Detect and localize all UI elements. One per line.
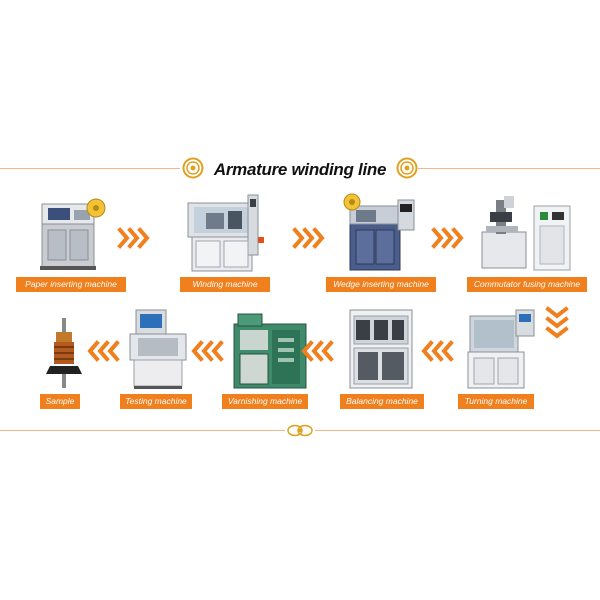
commutator-fusing-machine-image	[481, 196, 571, 271]
testing-machine-image	[129, 309, 187, 389]
varnishing-machine-image	[233, 313, 307, 389]
label-turning-machine: Turning machine	[458, 394, 534, 409]
bottom-rule-right	[315, 430, 600, 431]
top-rule-right	[418, 168, 600, 169]
chevron-left-icon	[421, 340, 454, 362]
label-balancing-machine: Balancing machine	[340, 394, 424, 409]
label-testing-machine: Testing machine	[120, 394, 192, 409]
chevron-left-icon	[191, 340, 224, 362]
armature-sample-image	[46, 318, 82, 388]
top-rule-left	[0, 168, 180, 169]
diagram-title: Armature winding line	[213, 160, 387, 179]
gold-ring-icon	[182, 157, 204, 179]
wedge-inserting-machine-image	[343, 193, 415, 271]
chevron-right-icon	[431, 227, 464, 249]
label-varnishing-machine: Varnishing machine	[222, 394, 308, 409]
paper-inserting-machine-image	[40, 198, 106, 270]
label-sample: Sample	[40, 394, 80, 409]
chevron-right-icon	[117, 227, 150, 249]
knot-ornament-icon	[287, 424, 313, 437]
balancing-machine-image	[349, 309, 413, 389]
chevron-right-icon	[292, 227, 325, 249]
chevron-left-icon	[87, 340, 120, 362]
chevron-down-icon	[545, 306, 569, 339]
label-commutator-fusing-machine: Commutator fusing machine	[467, 277, 587, 292]
label-winding-machine: Winding machine	[180, 277, 270, 292]
gold-ring-icon	[396, 157, 418, 179]
bottom-rule-left	[0, 430, 285, 431]
chevron-left-icon	[301, 340, 334, 362]
label-paper-inserting-machine: Paper inserting machine	[16, 277, 126, 292]
label-wedge-inserting-machine: Wedge inserting machine	[326, 277, 436, 292]
turning-machine-image	[467, 309, 535, 389]
winding-machine-image	[187, 194, 264, 272]
